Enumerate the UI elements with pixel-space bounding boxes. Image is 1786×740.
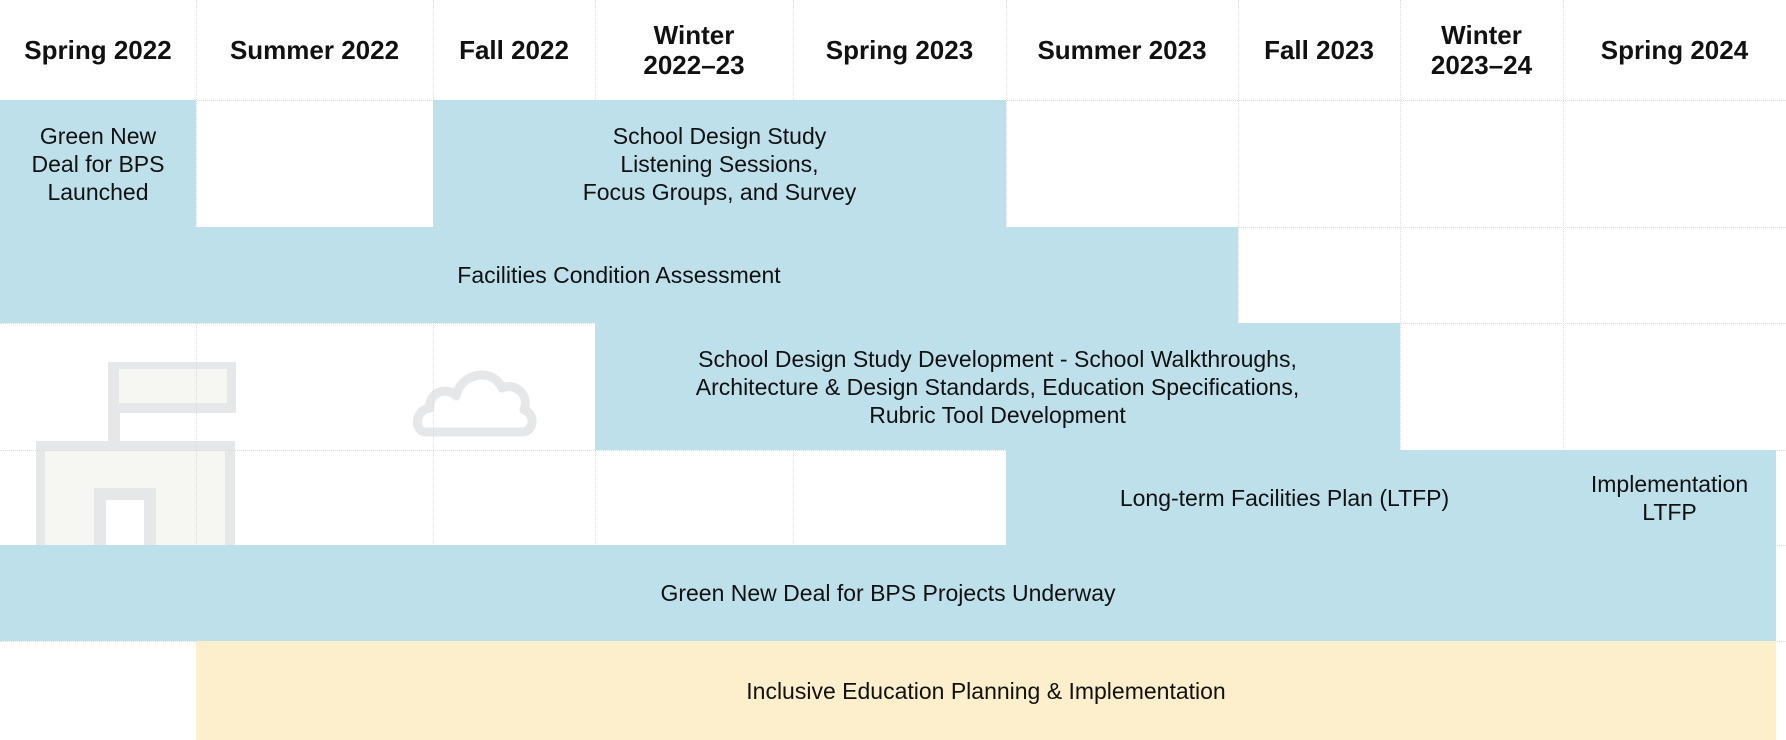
column-header: Spring 2022 (24, 35, 172, 65)
column-header: Spring 2024 (1600, 35, 1749, 65)
column-header: Spring 2023 (825, 35, 974, 65)
grid-horizontal-line (0, 450, 1786, 451)
bar-gnd-projects-underway: Green New Deal for BPS Projects Underway (0, 545, 1776, 641)
school-building-icon (36, 362, 236, 552)
bar-green-new-deal-launched: Green New Deal for BPS Launched (0, 100, 196, 227)
grid-vertical-line (1400, 0, 1401, 740)
cloud-icon (413, 370, 537, 437)
bar-school-design-study-development: School Design Study Development - School… (595, 323, 1400, 450)
column-header: Summer 2022 (229, 35, 400, 65)
bar-implementation-ltfp: Implementation LTFP (1563, 450, 1776, 545)
grid-vertical-line (1563, 0, 1564, 740)
column-header: Winter 2022–23 (643, 20, 745, 80)
column-header: Fall 2023 (1264, 35, 1374, 65)
column-header: Winter 2023–24 (1430, 20, 1533, 80)
bar-facilities-condition-assessment: Facilities Condition Assessment (0, 227, 1238, 323)
column-header: Fall 2022 (459, 35, 569, 65)
grid-vertical-line (433, 0, 434, 740)
column-header: Summer 2023 (1037, 35, 1207, 65)
bar-school-design-study-listening: School Design Study Listening Sessions, … (433, 100, 1006, 227)
bar-inclusive-education: Inclusive Education Planning & Implement… (196, 641, 1776, 740)
grid-vertical-line (196, 0, 197, 740)
bar-ltfp: Long-term Facilities Plan (LTFP) (1006, 450, 1563, 545)
